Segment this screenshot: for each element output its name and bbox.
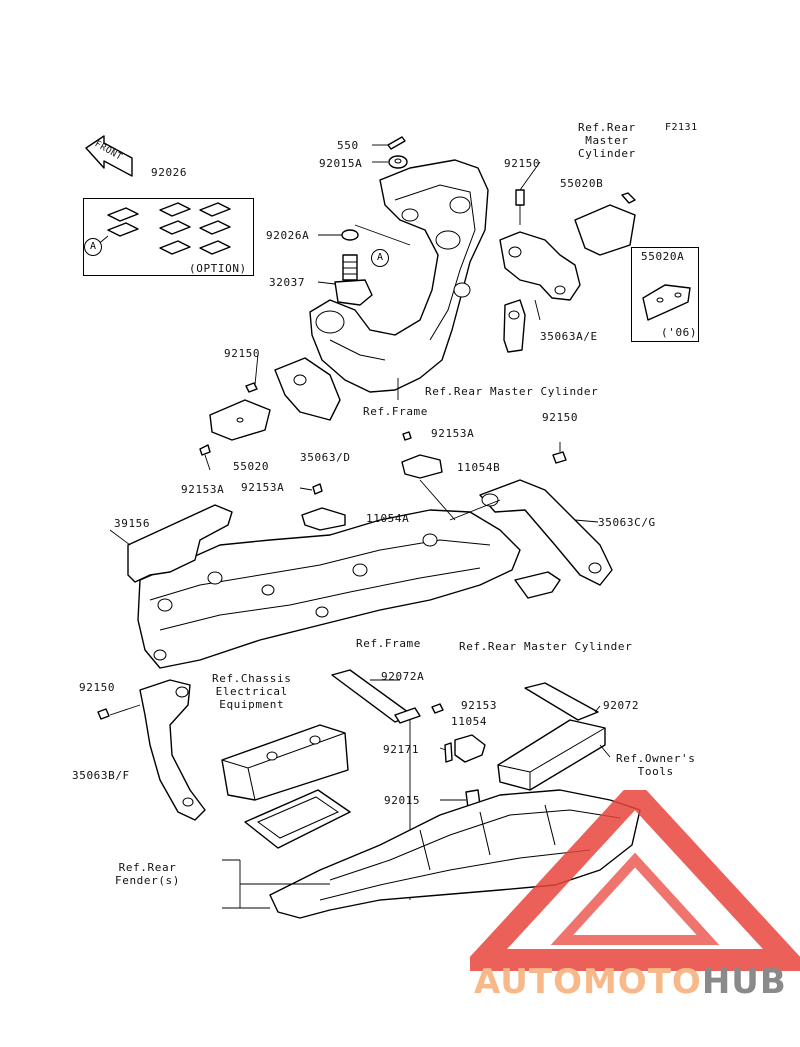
part-label-55020A: 55020A	[641, 250, 685, 263]
collar-92026A-drawing	[317, 224, 411, 306]
rear-subframe-drawing	[137, 509, 521, 669]
step-bracket-left-drawing	[199, 357, 341, 456]
option-clips-drawing	[95, 202, 231, 255]
nut-92015A-drawing	[372, 155, 408, 169]
leader-lines	[204, 161, 611, 801]
ref-chassis-electrical-equipment: Ref.Chassis Electrical Equipment	[212, 672, 292, 711]
part-label-35063D: 35063/D	[300, 451, 351, 464]
battery-tray-drawing	[244, 789, 351, 849]
ref-rear-master-cylinder-low: Ref.Rear Master Cylinder	[459, 640, 633, 653]
option-06-box	[631, 247, 699, 342]
battery-drawing	[221, 724, 349, 801]
part-label-92153A-mid: 92153A	[241, 481, 285, 494]
ref-owners-tools: Ref.Owner's Tools	[616, 752, 696, 778]
step-bracket-35063AE-drawing	[499, 189, 636, 353]
plate-55020A-drawing	[642, 284, 691, 321]
watermark-text: AUTOMOTOHUB	[474, 962, 787, 1002]
part-label-92015: 92015	[384, 794, 421, 807]
bracket-11054B-drawing	[401, 431, 456, 521]
part-label-11054: 11054	[451, 715, 488, 728]
part-label-92150-lower: 92150	[79, 681, 116, 694]
part-label-55020: 55020	[233, 460, 270, 473]
ref-rear-master-cylinder-mid: Ref.Rear Master Cylinder	[425, 385, 599, 398]
part-label-92150-right: 92150	[542, 411, 579, 424]
part-label-92150-top: 92150	[504, 157, 541, 170]
part-label-92026: 92026	[151, 166, 188, 179]
part-label-35063CG: 35063C/G	[598, 516, 656, 529]
figure-code: F2131	[665, 122, 698, 133]
step-bracket-35063CG-drawing	[449, 451, 613, 599]
part-label-92072A: 92072A	[381, 670, 425, 683]
guard-39156-drawing	[109, 504, 233, 583]
bolt-550-drawing	[372, 136, 406, 150]
part-label-92171: 92171	[383, 743, 420, 756]
part-label-92072: 92072	[603, 699, 640, 712]
part-label-55020B: 55020B	[560, 177, 604, 190]
option-box	[83, 198, 254, 276]
part-label-92153A-left: 92153A	[181, 483, 225, 496]
option-06-label: ('06)	[661, 326, 698, 339]
callout-a: A	[84, 238, 102, 256]
part-label-92015A: 92015A	[319, 157, 363, 170]
strap-92072A-drawing	[331, 669, 421, 724]
strap-92072-drawing	[524, 682, 599, 721]
ref-frame-upper: Ref.Frame	[363, 405, 429, 418]
part-label-32037: 32037	[269, 276, 306, 289]
automotohub-watermark-icon	[470, 790, 800, 971]
part-label-92150-left: 92150	[224, 347, 261, 360]
fastener-group-drawing	[409, 703, 486, 900]
part-label-35063BF: 35063B/F	[72, 769, 130, 782]
front-arrow-icon	[85, 135, 133, 177]
bolt-55020B-drawing	[621, 192, 636, 204]
part-label-35063AE: 35063A/E	[540, 330, 598, 343]
watermark-text-part1: AUTOMOTO	[474, 962, 702, 1002]
callout-a: A	[371, 249, 389, 267]
option-label: (OPTION)	[189, 262, 247, 275]
part-label-92153A-center: 92153A	[431, 427, 475, 440]
part-label-550: 550	[337, 139, 359, 152]
ref-frame-lower: Ref.Frame	[356, 637, 422, 650]
step-bracket-35063BF-drawing	[97, 679, 206, 821]
part-label-11054B: 11054B	[457, 461, 501, 474]
part-label-11054A: 11054A	[366, 512, 410, 525]
ref-rear-master-cylinder-top: Ref.Rear Master Cylinder	[578, 121, 636, 160]
part-label-39156: 39156	[114, 517, 151, 530]
watermark-text-part2: HUB	[701, 962, 787, 1002]
part-label-92153: 92153	[461, 699, 498, 712]
rear-fender-drawing	[222, 789, 641, 919]
tool-kit-drawing	[497, 719, 606, 791]
ref-rear-fenders: Ref.Rear Fender(s)	[115, 861, 181, 887]
upper-frame-drawing	[309, 159, 489, 393]
bracket-11054A-drawing	[301, 483, 346, 531]
part-label-92026A: 92026A	[266, 229, 310, 242]
